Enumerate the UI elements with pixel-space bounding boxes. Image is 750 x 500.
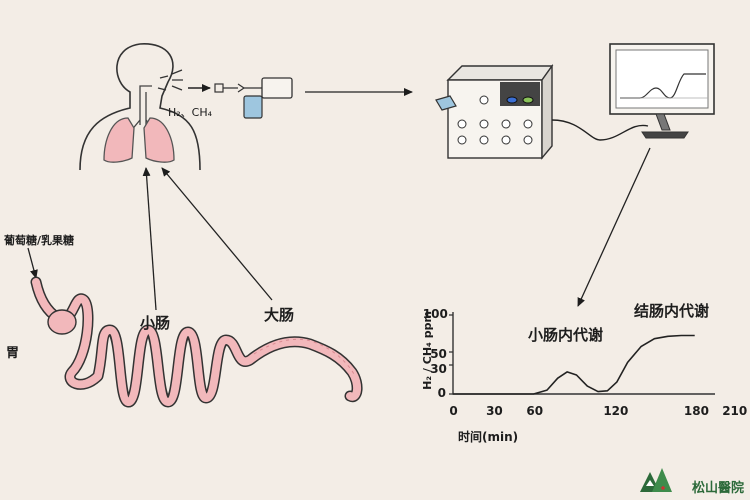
arrow-sugar-intake (27, 247, 38, 279)
digestive-tract (30, 276, 363, 408)
arrow-small-intestine-to-lungs (142, 167, 157, 311)
chart-series-line (453, 334, 695, 395)
x-tick-label: 210 (722, 404, 748, 418)
lungs (103, 117, 175, 163)
colon-metabolism-label: 结肠内代谢 (634, 302, 710, 320)
arrow-to-chart (577, 147, 651, 307)
gas-analyzer (435, 63, 554, 160)
y-tick-label: 100 (422, 307, 448, 321)
stomach-label: 胃 (6, 346, 20, 361)
large-intestine-label: 大肠 (264, 306, 295, 324)
y-tick-label: 0 (437, 386, 446, 400)
x-tick-label: 60 (526, 404, 544, 418)
logo-text: 松山醫院 (691, 481, 744, 496)
cable (551, 119, 649, 141)
y-tick-label: 50 (430, 346, 447, 361)
small-intestine-metabolism-label: 小肠内代谢 (528, 326, 604, 344)
chart-xlabel: 时间(min) (458, 430, 519, 444)
chart-marks (453, 334, 695, 395)
logo: 松山醫院 (655, 477, 744, 496)
x-tick-label: 0 (449, 404, 458, 418)
x-tick-label: 180 (683, 404, 709, 418)
sugar-label: 葡萄糖/乳果糖 (4, 234, 75, 247)
breath-collector (188, 77, 293, 119)
x-tick-label: 30 (486, 404, 503, 418)
pine-trees-icon (640, 468, 672, 492)
small-intestine-label: 小肠 (140, 314, 171, 332)
arrow-large-intestine-to-lungs (161, 167, 273, 301)
monitor (609, 43, 715, 139)
y-tick-label: 30 (430, 362, 447, 377)
x-tick-label: 120 (603, 404, 629, 418)
gas-label: H₂、CH₄ (168, 106, 213, 119)
